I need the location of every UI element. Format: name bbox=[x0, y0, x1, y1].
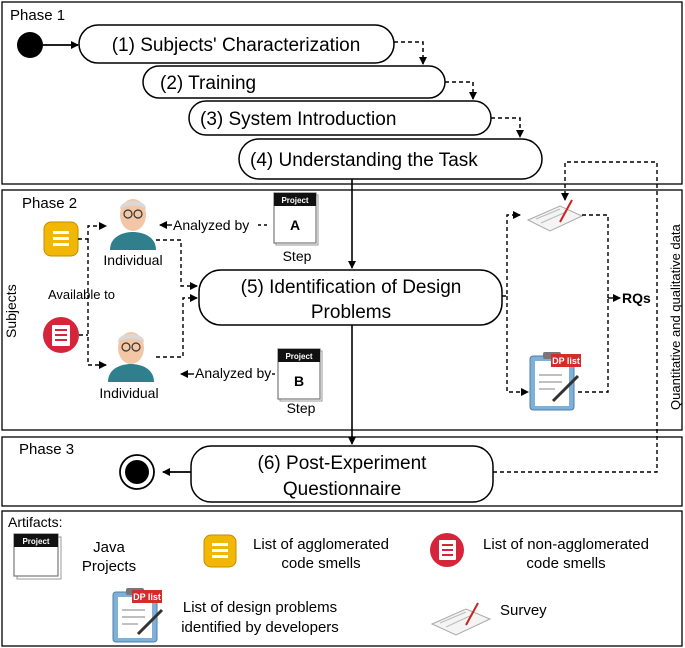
person-icon bbox=[108, 332, 154, 382]
phase3-label: Phase 3 bbox=[19, 441, 74, 458]
project-icon: Project B bbox=[277, 348, 323, 402]
svg-text:(1) Subjects' Characterization: (1) Subjects' Characterization bbox=[112, 35, 361, 56]
step-2: (2) Training bbox=[142, 65, 446, 99]
agglomerated-label-line1: List of agglomerated bbox=[253, 536, 389, 553]
svg-text:Questionnaire: Questionnaire bbox=[283, 479, 401, 500]
individual-bottom-label: Individual bbox=[99, 385, 158, 401]
artifacts-title: Artifacts: bbox=[8, 514, 62, 530]
svg-text:DP list: DP list bbox=[552, 356, 580, 366]
analyzed-by-top-label: Analyzed by bbox=[173, 217, 249, 233]
svg-text:(2) Training: (2) Training bbox=[160, 73, 256, 94]
dp-list-clipboard-icon: DP list bbox=[112, 588, 164, 643]
svg-text:(3) System Introduction: (3) System Introduction bbox=[200, 109, 396, 130]
survey-label: Survey bbox=[500, 602, 547, 619]
survey-icon bbox=[526, 199, 584, 232]
project-icon: Project bbox=[13, 533, 62, 580]
person-icon bbox=[110, 199, 156, 250]
dp-label-line1: List of design problems bbox=[183, 599, 337, 616]
svg-text:(6) Post-Experiment: (6) Post-Experiment bbox=[258, 453, 428, 474]
phase2-label: Phase 2 bbox=[22, 195, 77, 212]
analyzed-by-bottom-label: Analyzed by bbox=[195, 365, 271, 381]
start-node-icon bbox=[17, 32, 43, 58]
dp-list-clipboard-icon: DP list bbox=[529, 352, 581, 411]
step-3: (3) System Introduction bbox=[188, 100, 492, 136]
step-top-label: Step bbox=[283, 248, 312, 264]
agglomerated-list-icon bbox=[203, 534, 237, 568]
agglomerated-label-line2: code smells bbox=[281, 555, 360, 572]
agglomerated-list-icon bbox=[43, 221, 79, 257]
svg-text:Project: Project bbox=[22, 537, 49, 546]
phase2-frame bbox=[1, 189, 683, 431]
project-icon: Project A bbox=[273, 192, 319, 246]
available-to-label: Available to bbox=[48, 287, 115, 302]
non-agglomerated-label-line2: code smells bbox=[526, 555, 605, 572]
survey-icon bbox=[430, 602, 492, 636]
step-6: (6) Post-Experiment Questionnaire bbox=[190, 445, 494, 503]
svg-text:Problems: Problems bbox=[311, 302, 391, 323]
individual-top-label: Individual bbox=[103, 252, 162, 268]
svg-text:DP list: DP list bbox=[133, 592, 161, 602]
quantitative-qualitative-label: Quantitative and qualitative data bbox=[668, 223, 683, 410]
subjects-label: Subjects bbox=[3, 284, 19, 338]
step-bottom-label: Step bbox=[287, 400, 316, 416]
dp-label-line2: identified by developers bbox=[181, 619, 339, 636]
phase3-frame bbox=[1, 436, 683, 507]
java-projects-line1: Java bbox=[93, 539, 125, 556]
svg-text:Project: Project bbox=[285, 352, 312, 361]
svg-text:(5) Identification of Design: (5) Identification of Design bbox=[241, 277, 462, 298]
svg-text:Project: Project bbox=[281, 196, 308, 205]
step-5: (5) Identification of Design Problems bbox=[198, 269, 503, 326]
artifacts-frame bbox=[1, 510, 683, 647]
svg-text:(4) Understanding the Task: (4) Understanding the Task bbox=[250, 150, 478, 171]
non-agglomerated-list-icon bbox=[43, 317, 79, 353]
svg-text:B: B bbox=[294, 373, 304, 389]
step-1: (1) Subjects' Characterization bbox=[78, 24, 395, 64]
phase1-label: Phase 1 bbox=[10, 7, 65, 24]
non-agglomerated-list-icon bbox=[430, 533, 464, 567]
non-agglomerated-label-line1: List of non-agglomerated bbox=[483, 536, 649, 553]
phase1-frame bbox=[1, 1, 683, 185]
step-4: (4) Understanding the Task bbox=[238, 138, 543, 180]
rqs-label: RQs bbox=[622, 290, 651, 306]
end-node-icon bbox=[119, 454, 155, 490]
svg-text:A: A bbox=[290, 217, 300, 233]
java-projects-line2: Projects bbox=[82, 558, 136, 575]
